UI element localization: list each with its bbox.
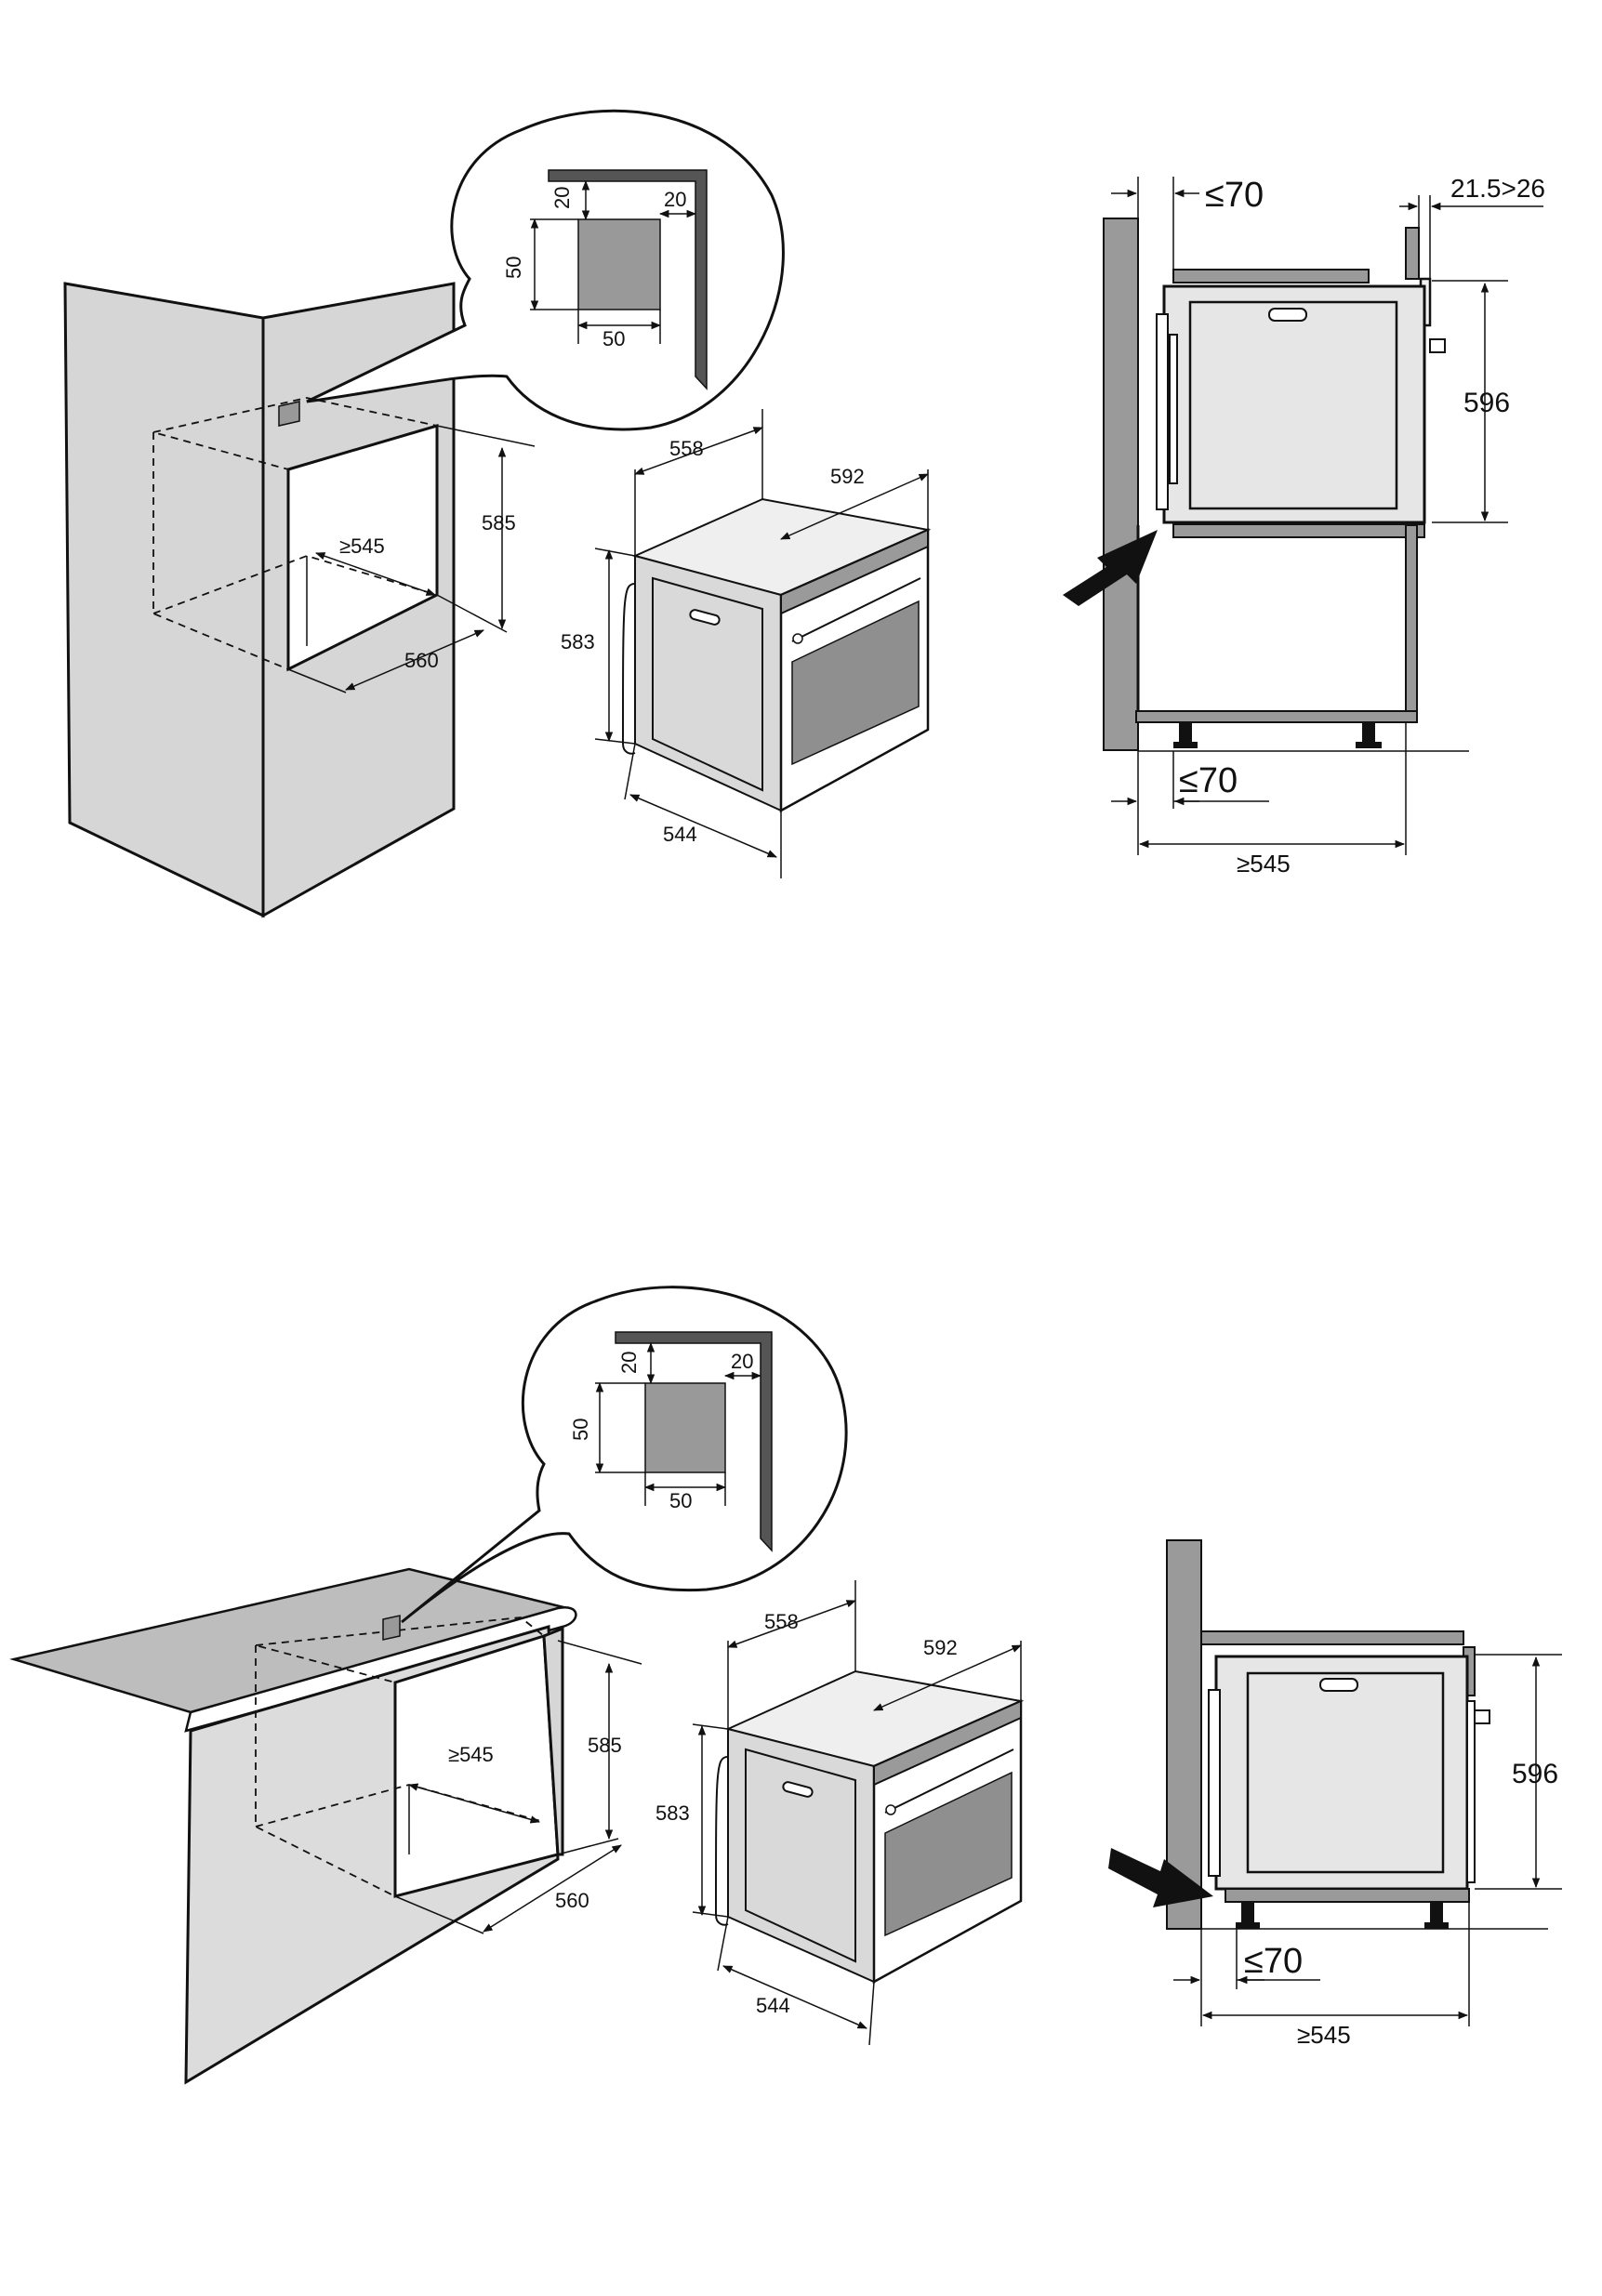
niche-height-label: 585 bbox=[588, 1734, 622, 1757]
detail-vent-height-label: 50 bbox=[569, 1419, 592, 1441]
oven-body-depth-label: 544 bbox=[663, 823, 697, 846]
oven-body-depth-label: 544 bbox=[756, 1994, 790, 2017]
detail-gap-top-label: 20 bbox=[617, 1352, 641, 1374]
top-installation-diagram: ≥545 585 560 20 20 50 50 bbox=[63, 109, 1545, 918]
oven-depth-label: 558 bbox=[669, 437, 704, 460]
niche-width-label: 560 bbox=[404, 649, 439, 672]
oven-height-label: 583 bbox=[655, 1801, 690, 1825]
side-bottom-gap-label: ≤70 bbox=[1179, 761, 1238, 800]
oven-section-box bbox=[1162, 284, 1426, 524]
oven-3d-view: 558 592 583 544 bbox=[561, 409, 932, 878]
side-panel-thickness-label: 21.5>26 bbox=[1450, 174, 1545, 203]
oven-3d-view: 558 592 583 544 bbox=[655, 1580, 1025, 2046]
oven-section-box bbox=[1214, 1655, 1469, 1891]
vent-detail-bubble: 20 20 50 50 bbox=[401, 1286, 848, 1624]
side-section-view: ≤70 21.5>26 596 ≤70 ≥545 bbox=[1063, 174, 1545, 877]
niche-depth-label: ≥545 bbox=[448, 1743, 494, 1766]
detail-gap-side-label: 20 bbox=[731, 1350, 753, 1373]
detail-vent-height-label: 50 bbox=[502, 257, 525, 279]
oven-width-label: 592 bbox=[923, 1636, 958, 1659]
side-section-view: 596 ≤70 ≥545 bbox=[1108, 1539, 1562, 2049]
oven-width-label: 592 bbox=[830, 465, 865, 488]
detail-vent-width-label: 50 bbox=[669, 1489, 692, 1512]
side-wall bbox=[1166, 1539, 1202, 1930]
niche-width-label: 560 bbox=[555, 1889, 589, 1912]
side-wall bbox=[1103, 218, 1139, 751]
side-height-label: 596 bbox=[1463, 388, 1510, 418]
arrow-icon bbox=[1063, 530, 1158, 606]
column-cabinet-niche: ≥545 585 560 bbox=[63, 282, 536, 918]
niche-height-label: 585 bbox=[482, 511, 516, 534]
detail-gap-side-label: 20 bbox=[664, 188, 686, 211]
side-bottom-gap-label: ≤70 bbox=[1244, 1942, 1303, 1981]
under-counter-niche: ≥545 585 560 bbox=[9, 1567, 642, 2085]
detail-gap-top-label: 20 bbox=[550, 187, 574, 209]
side-depth-label: ≥545 bbox=[1297, 2021, 1351, 2049]
arrow-icon bbox=[1108, 1848, 1213, 1907]
detail-vent-width-label: 50 bbox=[602, 327, 625, 350]
niche-depth-label: ≥545 bbox=[339, 534, 385, 558]
oven-height-label: 583 bbox=[561, 630, 595, 653]
vent-detail-bubble: 20 20 50 50 bbox=[306, 109, 785, 431]
bottom-installation-diagram: ≥545 585 560 20 20 50 50 bbox=[9, 1286, 1562, 2085]
side-top-gap-label: ≤70 bbox=[1205, 176, 1264, 215]
side-depth-label: ≥545 bbox=[1237, 850, 1291, 877]
side-height-label: 596 bbox=[1512, 1759, 1558, 1789]
oven-depth-label: 558 bbox=[764, 1610, 799, 1633]
